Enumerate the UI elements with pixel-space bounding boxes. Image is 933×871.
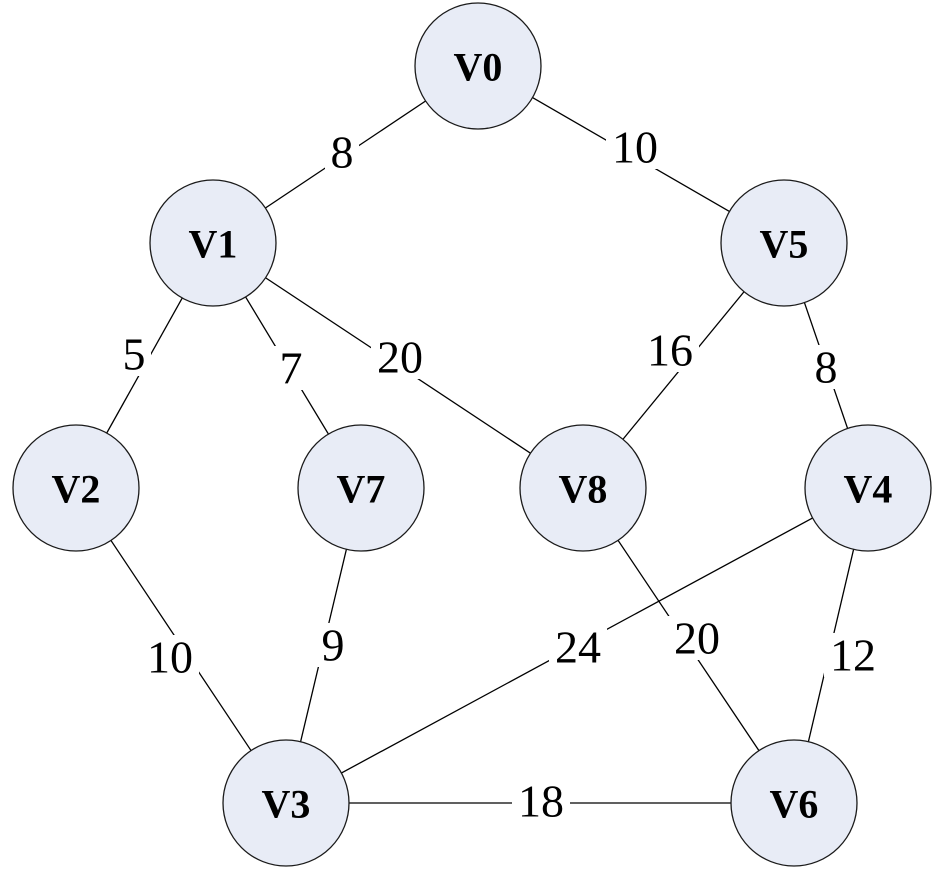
node-label: V2 <box>52 467 101 512</box>
edge-weight-background <box>606 125 664 169</box>
edge-weight-background <box>325 130 359 174</box>
node-label: V6 <box>770 782 819 827</box>
edges-layer: 8 10 5 7 20 16 8 10 9 24 20 12 18 <box>75 65 882 827</box>
node-v8: V8 <box>519 424 647 552</box>
edge-weight-label: 10 <box>612 122 658 173</box>
node-circle <box>720 179 848 307</box>
node-circle <box>222 739 350 867</box>
node-circle <box>730 739 858 867</box>
edge-weight-label: 12 <box>830 630 876 681</box>
node-v5: V5 <box>720 179 848 307</box>
edge-v7-v3: 9 <box>285 487 362 804</box>
node-v6: V6 <box>730 739 858 867</box>
node-v1: V1 <box>149 179 277 307</box>
edge-weight-label: 8 <box>815 342 838 393</box>
edge-weight-background <box>512 779 570 823</box>
node-circle <box>519 424 647 552</box>
node-v7: V7 <box>297 424 425 552</box>
edge-weight-background <box>809 345 843 389</box>
edge-v5-v8: 16 <box>582 242 785 489</box>
edge-weight-label: 20 <box>377 332 423 383</box>
node-label: V5 <box>760 222 809 267</box>
node-v2: V2 <box>12 424 140 552</box>
edge-weight-label: 10 <box>147 632 193 683</box>
edge-weight-background <box>371 335 429 379</box>
node-circle <box>149 179 277 307</box>
edge-v4-v3: 24 <box>285 487 869 804</box>
edge-v3-v6: 18 <box>286 776 794 827</box>
edge-weight-label: 16 <box>647 325 693 376</box>
node-v0: V0 <box>414 2 542 130</box>
node-v3: V3 <box>222 739 350 867</box>
edge-v1-v7: 7 <box>212 242 362 489</box>
node-label: V7 <box>337 467 386 512</box>
node-label: V8 <box>559 467 608 512</box>
edge-weight-background <box>141 635 199 679</box>
edge-weight-label: 18 <box>518 776 564 827</box>
edge-weight-label: 20 <box>674 613 720 664</box>
edge-weight-background <box>549 625 607 669</box>
edge-v1-v8: 20 <box>212 242 584 489</box>
edge-weight-label: 9 <box>322 620 345 671</box>
edge-weight-background <box>316 623 350 667</box>
edge-v0-v5: 10 <box>477 65 785 244</box>
node-label: V4 <box>844 467 893 512</box>
edge-weight-background <box>641 328 699 372</box>
edge-weight-label: 24 <box>555 622 601 673</box>
node-circle <box>297 424 425 552</box>
edge-weight-background <box>274 346 308 390</box>
node-label: V3 <box>262 782 311 827</box>
edge-weight-label: 8 <box>331 127 354 178</box>
edge-weight-background <box>668 616 726 660</box>
node-label: V0 <box>454 45 503 90</box>
node-circle <box>12 424 140 552</box>
edge-weight-background <box>117 332 151 376</box>
node-circle <box>414 2 542 130</box>
edge-weight-background <box>824 633 882 677</box>
edge-weight-label: 7 <box>280 343 303 394</box>
node-circle <box>804 424 932 552</box>
node-label: V1 <box>189 222 238 267</box>
node-v4: V4 <box>804 424 932 552</box>
edge-weight-label: 5 <box>123 329 146 380</box>
